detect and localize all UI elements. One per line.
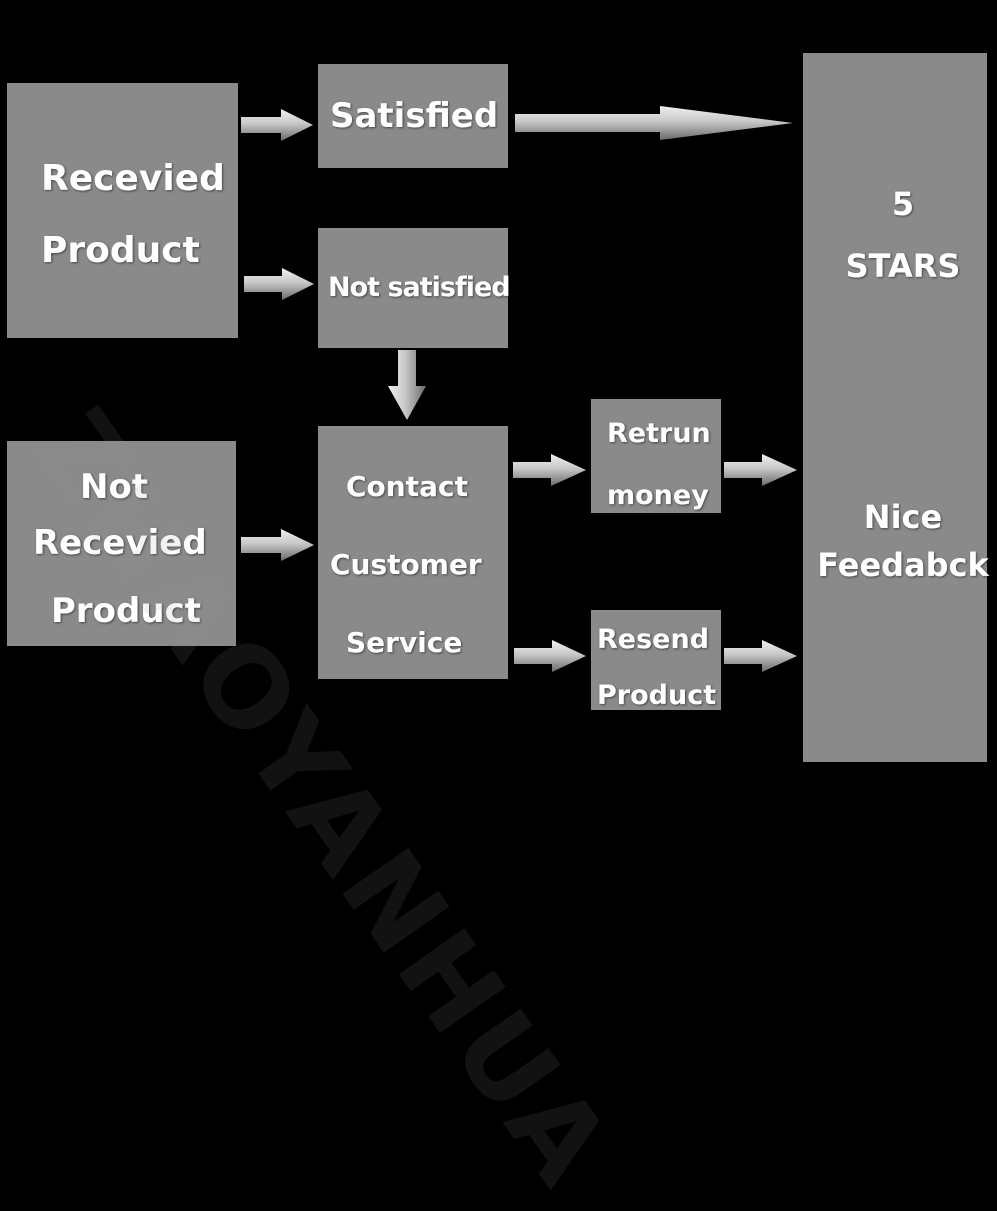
stars-label: STARS [845, 247, 961, 285]
contact-line-3: Service [346, 626, 463, 659]
arrow-return-to-feedback [724, 454, 797, 486]
not-received-line-2: Recevied [33, 523, 207, 563]
not-satisfied-box: Not satisfied [318, 228, 511, 348]
arrow-satisfied-to-feedback [515, 106, 793, 140]
arrow-not-received-to-contact [241, 529, 314, 561]
received-product-box: Recevied Product [7, 83, 238, 338]
return-line-1: Retrun [607, 418, 711, 449]
received-line-2: Product [41, 230, 200, 271]
resend-product-box: Resend Product [591, 610, 721, 711]
contact-line-2: Customer [330, 548, 482, 581]
nice-line-2: Feedabck [817, 546, 989, 584]
not-received-line-3: Product [51, 591, 201, 631]
received-line-1: Recevied [41, 158, 225, 199]
contact-line-1: Contact [346, 470, 468, 503]
not-received-line-1: Not [80, 467, 149, 507]
arrow-contact-to-resend [514, 640, 586, 672]
contact-customer-service-box: Contact Customer Service [318, 426, 508, 679]
resend-line-1: Resend [597, 624, 710, 655]
return-money-box: Retrun money [591, 399, 721, 513]
resend-line-2: Product [597, 680, 717, 711]
arrow-received-to-not-satisfied [244, 268, 314, 300]
not-received-product-box: Not Recevied Product [7, 441, 236, 646]
not-satisfied-label: Not satisfied [328, 272, 511, 303]
arrow-resend-to-feedback [724, 640, 797, 672]
stars-number: 5 [891, 185, 915, 223]
arrow-not-satisfied-to-contact [388, 350, 426, 420]
five-stars-feedback-box: 5 STARS Nice Feedabck [803, 53, 989, 762]
arrow-contact-to-return [513, 454, 586, 486]
satisfied-label: Satisfied [330, 96, 499, 136]
nice-line-1: Nice [863, 498, 943, 536]
return-line-2: money [607, 480, 709, 511]
satisfied-box: Satisfied [318, 64, 508, 168]
arrow-received-to-satisfied [241, 109, 313, 141]
